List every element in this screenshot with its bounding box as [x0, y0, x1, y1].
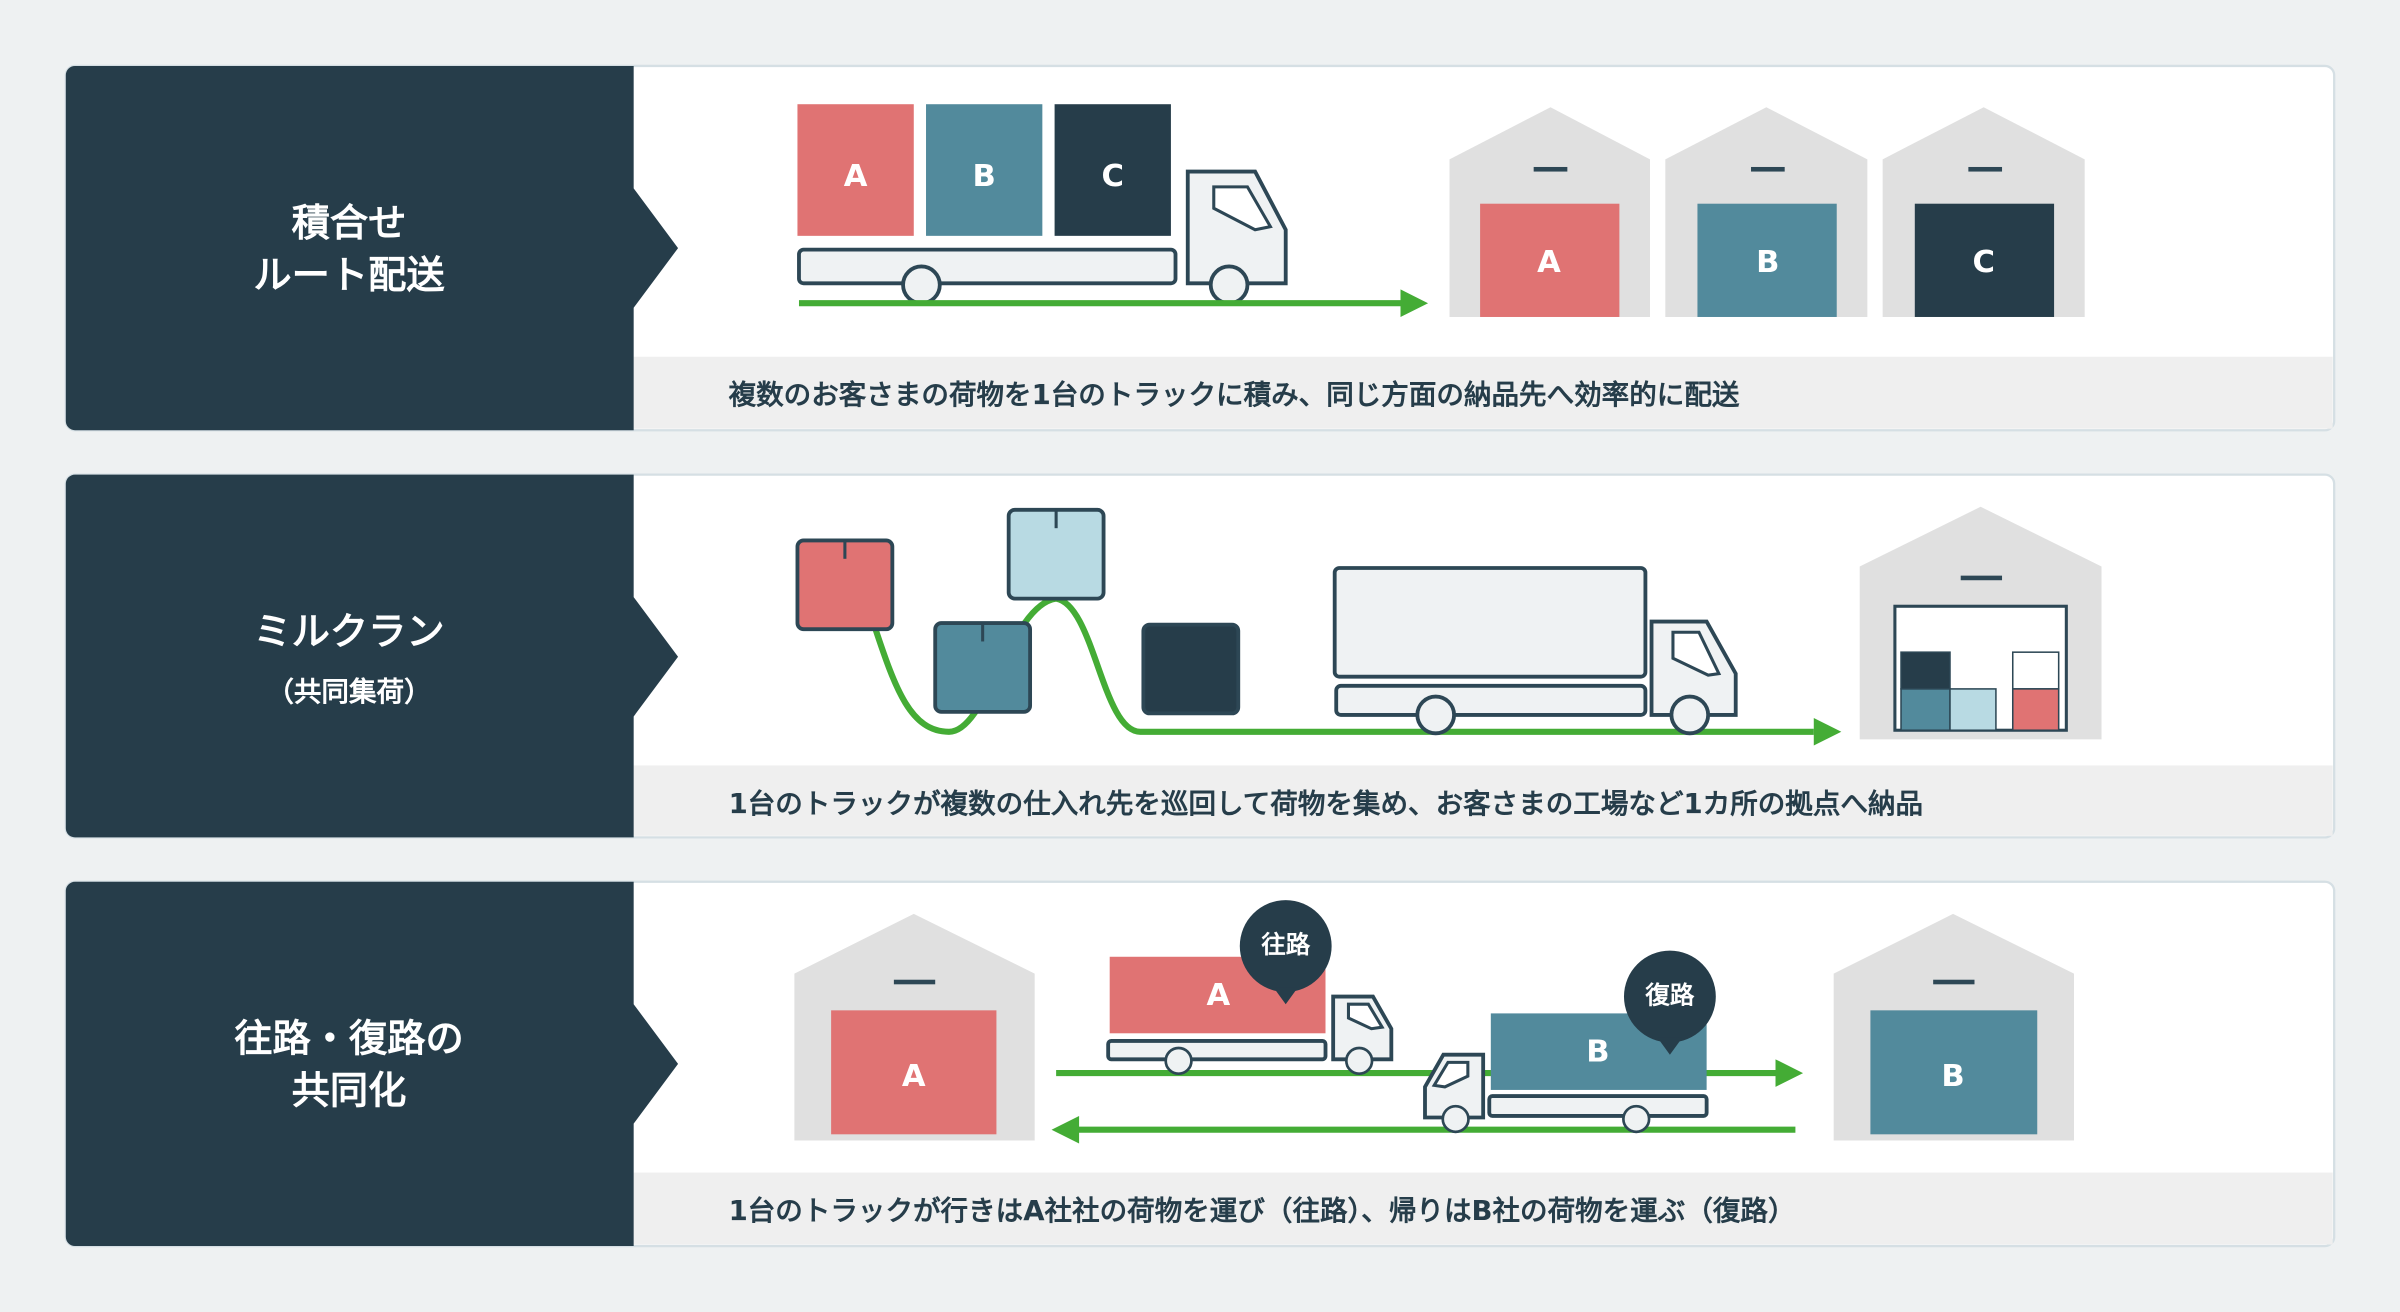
panel-title-line: ミルクラン [253, 610, 444, 655]
warehouse-label: B [1941, 1059, 1964, 1094]
warehouse-icon: C [1882, 107, 2085, 317]
panel-caption: 複数のお客さまの荷物を1台のトラックに積み、同じ方面の納品先へ効率的に配送 [729, 379, 1740, 411]
factory-warehouse-icon [1859, 506, 2102, 740]
panel-subtitle: （共同集荷） [266, 676, 431, 708]
truck-a-icon: A [1106, 956, 1394, 1076]
warehouse-icon: A [794, 913, 1035, 1141]
cargo-boxes: A B C [797, 104, 1171, 236]
panel-title-line: 共同化 [292, 1069, 407, 1114]
supplier-boxes [795, 507, 1241, 716]
warehouse-label: A [1537, 245, 1561, 280]
warehouse-label: B [1756, 245, 1779, 280]
box-label: B [973, 159, 996, 194]
panel-title-line: 積合せ [292, 201, 407, 246]
panel-caption: 1台のトラックが行きはA社社の荷物を運び（往路）、帰りはB社の荷物を運ぶ（復路） [729, 1195, 1796, 1227]
speech-bubble-outbound: 往路 [1239, 900, 1332, 1005]
panel-title-block [65, 474, 679, 838]
box-label: A [844, 159, 868, 194]
panel-title-line: ルート配送 [253, 253, 445, 298]
flatbed-truck-icon [797, 169, 1288, 306]
box-truck-icon [1332, 566, 1738, 736]
speech-bubble-return: 復路 [1623, 950, 1716, 1055]
panel-title-block [65, 881, 679, 1247]
warehouse-icon: B [1665, 107, 1868, 317]
panel-consolidated-route-delivery: 積合せ ルート配送 A B C A B C 複数のお客さまの荷物を1台のトラック… [64, 64, 2336, 432]
panel-round-trip-sharing: 往路・復路の 共同化 A B A 往路 B 復路 1 [64, 880, 2336, 1248]
panel-caption: 1台のトラックが複数の仕入れ先を巡回して荷物を集め、お客さまの工場など1カ所の拠… [729, 788, 1923, 820]
panel-title-line: 往路・復路の [234, 1017, 463, 1062]
panel-milk-run: ミルクラン （共同集荷） 1台のトラックが複数の仕入れ先を巡回して荷物を集め、お… [64, 473, 2336, 839]
warehouse-icon: B [1833, 913, 2074, 1141]
return-arrow [1051, 1115, 1796, 1144]
svg-text:復路: 復路 [1644, 981, 1694, 1010]
svg-text:往路: 往路 [1261, 930, 1310, 959]
panel-title-block [65, 65, 679, 431]
warehouse-icon: A [1449, 107, 1650, 317]
truck-label: A [1207, 978, 1231, 1013]
warehouse-label: A [902, 1059, 926, 1094]
warehouse-label: C [1972, 245, 1994, 280]
green-arrow [798, 289, 1429, 317]
truck-label: B [1586, 1035, 1609, 1070]
box-label: C [1102, 159, 1124, 194]
